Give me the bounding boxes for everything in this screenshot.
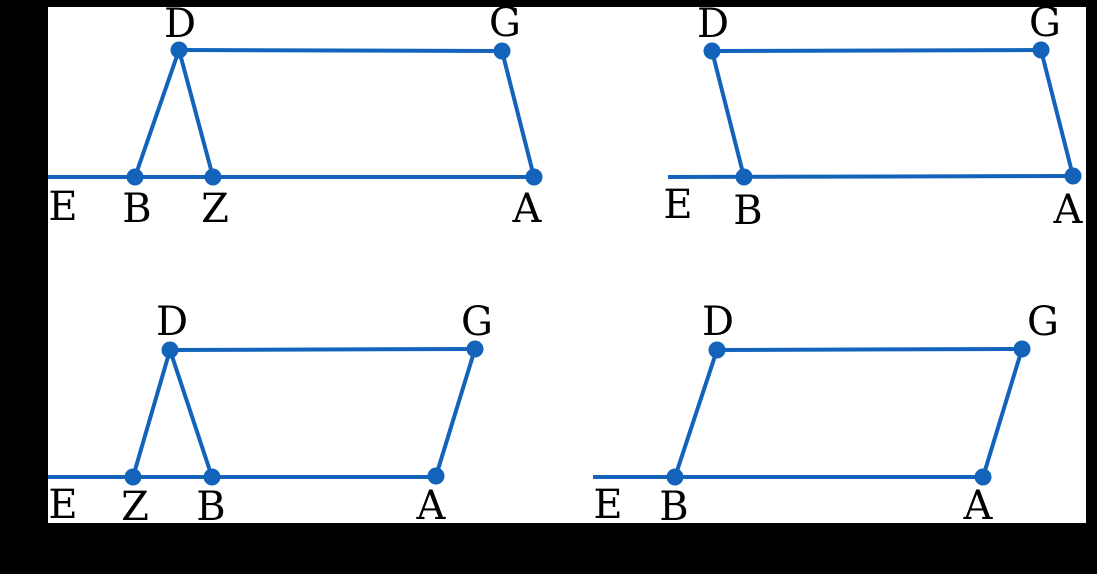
vertex-dot-Z: [124, 468, 142, 486]
vertex-label-G: G: [489, 0, 521, 46]
vertex-dot-D: [161, 341, 179, 359]
segment-GA: [1039, 49, 1075, 177]
vertex-dot-G: [466, 340, 484, 358]
panel-background: [48, 7, 1086, 523]
vertex-dot-G: [1032, 41, 1050, 59]
segment-DG: [169, 347, 476, 352]
vertex-label-D: D: [702, 299, 734, 345]
vertex-label-B: B: [196, 484, 225, 530]
segment-DG: [711, 48, 1042, 53]
vertex-dot-B: [735, 168, 753, 186]
vertex-dot-G: [1013, 340, 1031, 358]
vertex-label-A: A: [963, 483, 994, 529]
vertex-label-B: B: [733, 188, 762, 234]
segment-DB: [133, 49, 181, 178]
vertex-label-G: G: [461, 299, 493, 345]
vertex-dot-B: [126, 168, 144, 186]
vertex-dot-A: [427, 467, 445, 485]
vertex-dot-B: [203, 468, 221, 486]
segment-DB: [673, 349, 719, 478]
vertex-label-B: B: [122, 186, 151, 232]
segment-DB: [710, 50, 746, 178]
vertex-dot-D: [708, 341, 726, 359]
segment-DG: [178, 48, 503, 53]
base-line: [667, 174, 1074, 179]
vertex-dot-D: [170, 41, 188, 59]
vertex-label-D: D: [156, 299, 188, 345]
vertex-label-D: D: [164, 1, 196, 47]
vertex-label-D: D: [697, 1, 729, 47]
vertex-dot-B: [666, 468, 684, 486]
vertex-label-Z: Z: [201, 186, 229, 232]
vertex-label-G: G: [1027, 299, 1059, 345]
vertex-label-E: E: [48, 184, 77, 230]
vertex-dot-A: [525, 168, 543, 186]
vertex-label-G: G: [1029, 0, 1061, 46]
segment-GA: [500, 50, 536, 178]
vertex-label-A: A: [416, 483, 447, 529]
vertex-dot-A: [974, 468, 992, 486]
vertex-dot-D: [703, 42, 721, 60]
vertex-label-E: E: [593, 482, 622, 528]
vertex-dot-G: [493, 42, 511, 60]
vertex-dot-A: [1064, 167, 1082, 185]
vertex-label-E: E: [48, 482, 77, 528]
segment-DG: [716, 347, 1023, 352]
segment-DZ: [177, 49, 215, 178]
vertex-label-A: A: [1053, 187, 1084, 233]
vertex-label-A: A: [512, 186, 543, 232]
vertex-label-Z: Z: [121, 484, 149, 530]
vertex-label-B: B: [659, 484, 688, 530]
vertex-dot-Z: [204, 168, 222, 186]
segment-DB: [168, 349, 214, 478]
segment-DZ: [131, 349, 172, 478]
segment-GA: [981, 348, 1024, 478]
segment-GA: [434, 348, 477, 477]
vertex-label-E: E: [663, 182, 692, 228]
